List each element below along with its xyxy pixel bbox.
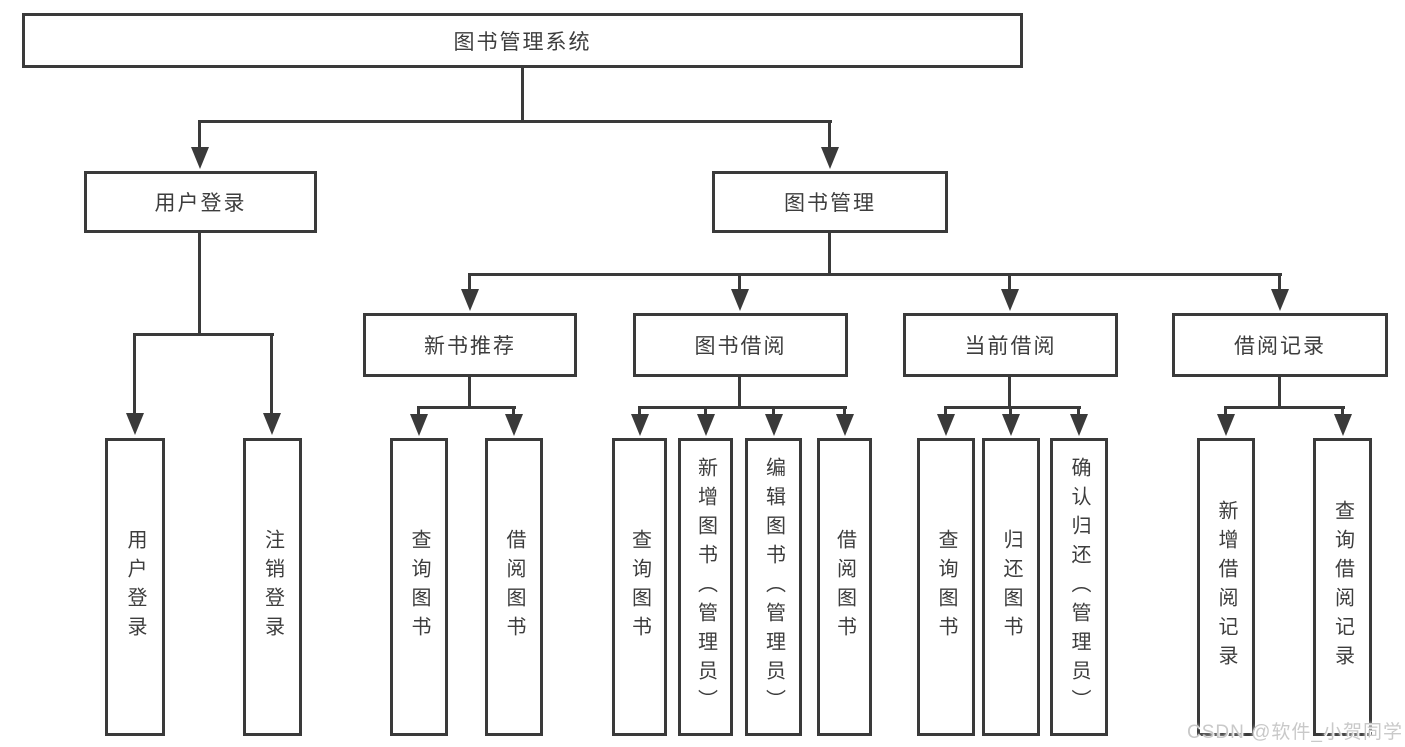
connector-line (468, 273, 1282, 276)
leaf-label: 借阅图书 (833, 529, 856, 645)
connector-arrowhead-down (126, 413, 144, 435)
node-library-system: 图书管理系统 (22, 13, 1023, 68)
connector-line (1077, 407, 1080, 417)
connector-line (738, 274, 741, 292)
connector-arrowhead-down (1002, 414, 1020, 436)
connector-line (944, 406, 1081, 409)
connector-arrowhead-down (731, 289, 749, 311)
leaf-add-borrow-record: 新增借阅记录 (1197, 438, 1255, 736)
node-new-book-recommend: 新书推荐 (363, 313, 577, 377)
leaf-label: 用户登录 (124, 529, 146, 645)
connector-line (198, 120, 832, 123)
connector-line (198, 230, 201, 335)
connector-line (198, 121, 201, 150)
leaf-label: 新增借阅记录 (1215, 500, 1237, 674)
connector-line (1224, 407, 1227, 417)
connector-line (1009, 407, 1012, 417)
connector-line (828, 121, 831, 150)
connector-line (1278, 375, 1281, 409)
connector-line (1008, 375, 1011, 409)
connector-arrowhead-down (765, 414, 783, 436)
connector-line (468, 375, 471, 409)
connector-line (133, 333, 274, 336)
connector-line (1008, 274, 1011, 292)
connector-arrowhead-down (1070, 414, 1088, 436)
node-book-borrowing: 图书借阅 (633, 313, 848, 377)
connector-line (704, 407, 707, 417)
leaf-label: 查询图书 (628, 529, 651, 645)
leaf-query-borrow-record: 查询借阅记录 (1313, 438, 1372, 736)
connector-arrowhead-down (505, 414, 523, 436)
leaf-label: 查询图书 (408, 529, 430, 645)
leaf-label: 查询图书 (935, 529, 957, 645)
leaf-user-login: 用户登录 (105, 438, 165, 736)
connector-line (468, 274, 471, 292)
connector-arrowhead-down (461, 289, 479, 311)
node-borrowing-records: 借阅记录 (1172, 313, 1388, 377)
connector-line (638, 407, 641, 417)
csdn-watermark: CSDN @软件_小贺同学 (1187, 722, 1403, 743)
connector-line (417, 406, 516, 409)
leaf-logout: 注销登录 (243, 438, 302, 736)
connector-arrowhead-down (1334, 414, 1352, 436)
node-book-management: 图书管理 (712, 171, 948, 233)
connector-arrowhead-down (1271, 289, 1289, 311)
leaf-add-book-admin: 新增图书（管理员） (678, 438, 733, 736)
leaf-label: 新增图书（管理员） (694, 456, 717, 718)
connector-line (1278, 274, 1281, 292)
leaf-label: 注销登录 (261, 529, 284, 645)
connector-line (521, 66, 524, 122)
leaf-query-books-current: 查询图书 (917, 438, 975, 736)
connector-line (133, 334, 136, 416)
connector-line (270, 334, 273, 416)
leaf-return-book: 归还图书 (982, 438, 1040, 736)
leaf-query-books-borrowing: 查询图书 (612, 438, 667, 736)
connector-arrowhead-down (697, 414, 715, 436)
connector-arrowhead-down (410, 414, 428, 436)
connector-arrowhead-down (1001, 289, 1019, 311)
connector-line (638, 406, 847, 409)
connector-arrowhead-down (191, 147, 209, 169)
connector-line (843, 407, 846, 417)
leaf-borrow-books-recommend: 借阅图书 (485, 438, 543, 736)
connector-line (944, 407, 947, 417)
connector-arrowhead-down (1217, 414, 1235, 436)
connector-arrowhead-down (631, 414, 649, 436)
leaf-edit-book-admin: 编辑图书（管理员） (745, 438, 802, 736)
connector-arrowhead-down (821, 147, 839, 169)
leaf-query-books-recommend: 查询图书 (390, 438, 448, 736)
leaf-label: 借阅图书 (503, 529, 525, 645)
leaf-label: 查询借阅记录 (1331, 500, 1354, 674)
connector-arrowhead-down (263, 413, 281, 435)
leaf-label: 编辑图书（管理员） (762, 456, 785, 718)
node-user-login: 用户登录 (84, 171, 317, 233)
connector-line (1224, 406, 1345, 409)
connector-line (738, 375, 741, 409)
connector-arrowhead-down (836, 414, 854, 436)
leaf-label: 归还图书 (1000, 529, 1022, 645)
connector-line (828, 230, 831, 276)
connector-line (772, 407, 775, 417)
leaf-label: 确认归还（管理员） (1068, 456, 1090, 718)
connector-line (417, 407, 420, 417)
connector-line (1341, 407, 1344, 417)
connector-line (512, 407, 515, 417)
connector-arrowhead-down (937, 414, 955, 436)
leaf-confirm-return-admin: 确认归还（管理员） (1050, 438, 1108, 736)
node-current-borrowing: 当前借阅 (903, 313, 1118, 377)
leaf-borrow-books-borrowing: 借阅图书 (817, 438, 872, 736)
